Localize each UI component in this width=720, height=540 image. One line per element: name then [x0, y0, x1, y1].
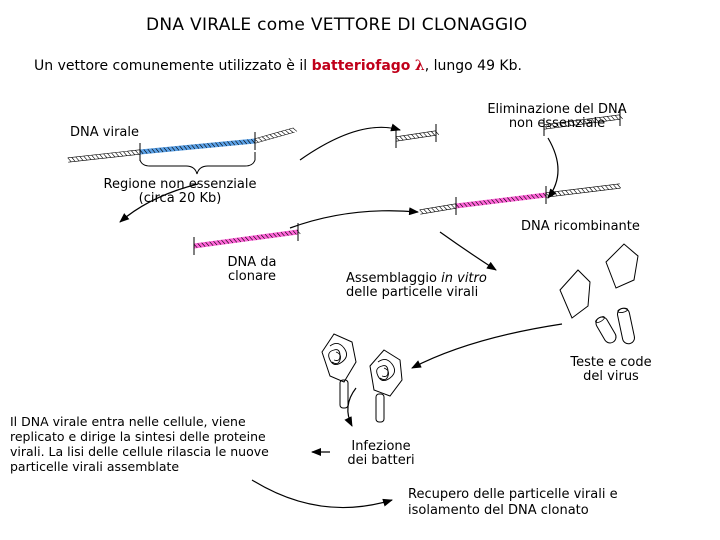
region-brace [140, 152, 255, 174]
arrow-to-removal [300, 127, 400, 160]
assembled-phage-icon [370, 350, 402, 422]
left-arm-strand [396, 124, 439, 148]
arrow-phages-to-infection [348, 388, 356, 426]
arrow-heads-to-phages [412, 324, 562, 368]
arrow-description-to-recovery [252, 480, 392, 508]
phage-tail-icon [616, 307, 635, 345]
arrow-removal-to-recombinant [548, 138, 558, 198]
arrow-from-region [120, 184, 198, 222]
insert-dna-strand [194, 223, 301, 255]
right-arm-strand [544, 108, 623, 136]
arrow-insert-to-recombinant [290, 211, 418, 228]
recombinant-dna-strand [420, 184, 621, 215]
arrow-to-assembly [440, 232, 496, 270]
phage-head-icon [606, 244, 638, 288]
phage-tail-icon [594, 315, 618, 345]
viral-dna-strand [68, 128, 297, 162]
phage-head-icon [560, 270, 590, 318]
